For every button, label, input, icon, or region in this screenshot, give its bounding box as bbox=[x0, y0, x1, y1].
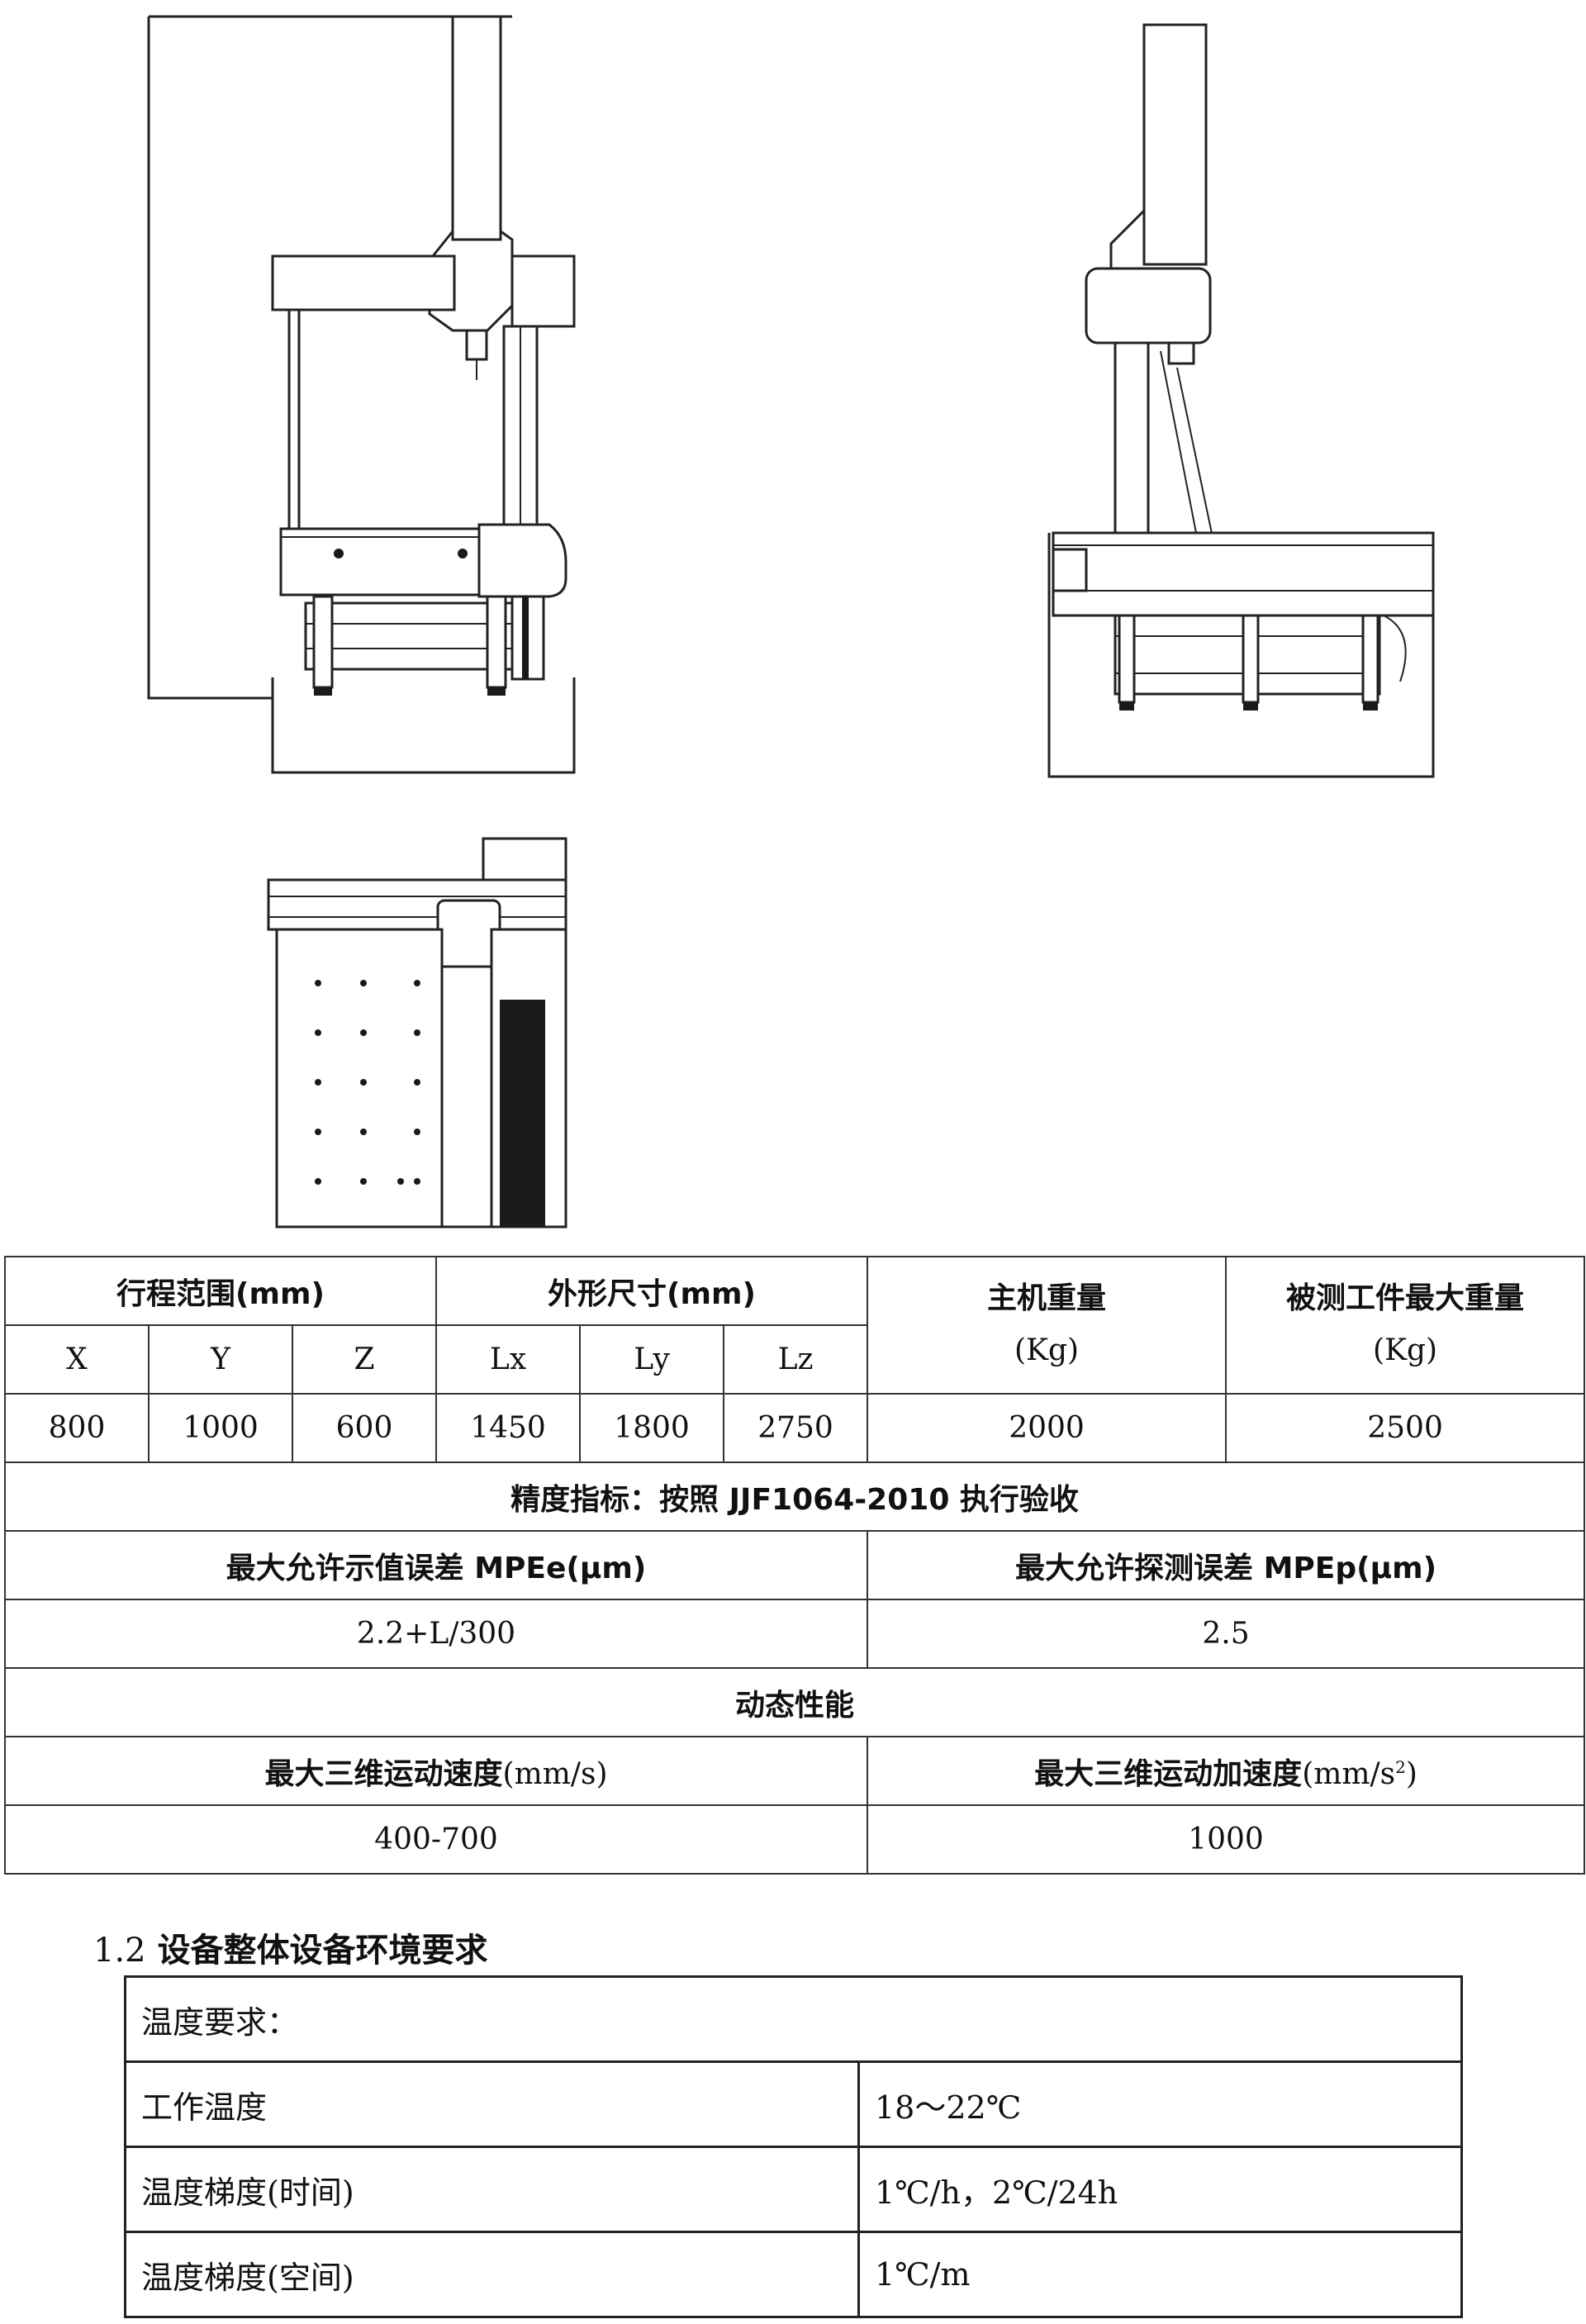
value-lx: 1450 bbox=[435, 1393, 582, 1463]
accel-label: 最大三维运动加速度 bbox=[1034, 1756, 1303, 1791]
col-x: X bbox=[4, 1324, 150, 1395]
accel-label-cell: 最大三维运动加速度(mm/s2) bbox=[867, 1736, 1586, 1806]
host-weight-label: 主机重量 bbox=[987, 1281, 1107, 1315]
mpep-value: 2.5 bbox=[867, 1599, 1586, 1669]
env-label: 温度梯度(时间) bbox=[124, 2146, 860, 2233]
section-number: 1.2 bbox=[93, 1932, 146, 1970]
value-ly: 1800 bbox=[579, 1393, 725, 1463]
dimensions-header: 外形尺寸(mm) bbox=[435, 1256, 869, 1326]
env-value: 1℃/m bbox=[857, 2231, 1464, 2318]
spec-table: 行程范围(mm) 外形尺寸(mm) 主机重量 (Kg) 被测工件最大重量 (Kg… bbox=[3, 1256, 1586, 1875]
value-z: 600 bbox=[291, 1393, 438, 1463]
value-x: 800 bbox=[4, 1393, 150, 1463]
temp-requirement-heading: 温度要求： bbox=[123, 1975, 1464, 2063]
max-workpiece-weight-label: 被测工件最大重量 bbox=[1286, 1281, 1525, 1315]
accel-unit: (mm/s bbox=[1302, 1756, 1396, 1791]
speed-label-cell: 最大三维运动速度(mm/s) bbox=[3, 1736, 869, 1806]
env-label: 工作温度 bbox=[124, 2060, 860, 2148]
col-lx: Lx bbox=[435, 1324, 582, 1395]
top-view-drawing bbox=[264, 834, 578, 1231]
section-heading: 1.2 设备整体设备环境要求 bbox=[93, 1923, 488, 1971]
table-row: 温度梯度(时间) 1℃/h，2℃/24h bbox=[124, 2146, 1464, 2233]
col-lz: Lz bbox=[723, 1324, 869, 1395]
section-title: 设备整体设备环境要求 bbox=[157, 1932, 488, 1970]
speed-value: 400-700 bbox=[3, 1804, 869, 1875]
env-value: 18～22℃ bbox=[857, 2060, 1464, 2148]
front-view-drawing bbox=[140, 8, 603, 777]
value-lz: 2750 bbox=[723, 1393, 869, 1463]
speed-unit: (mm/s) bbox=[502, 1756, 608, 1791]
accuracy-heading: 精度指标：按照 JJF1064-2010 执行验收 bbox=[3, 1461, 1586, 1532]
table-row: 工作温度 18～22℃ bbox=[124, 2060, 1464, 2148]
env-value: 1℃/h，2℃/24h bbox=[857, 2146, 1464, 2233]
side-view-drawing bbox=[1037, 21, 1450, 789]
mpee-value: 2.2+L/300 bbox=[3, 1599, 869, 1669]
mpep-label: 最大允许探测误差 MPEp(μm) bbox=[867, 1530, 1586, 1600]
accel-value: 1000 bbox=[867, 1804, 1586, 1875]
col-z: Z bbox=[291, 1324, 438, 1395]
accel-unit-superscript: 2 bbox=[1395, 1756, 1406, 1777]
host-weight-header: 主机重量 (Kg) bbox=[867, 1256, 1227, 1395]
value-host-weight: 2000 bbox=[867, 1393, 1227, 1463]
value-y: 1000 bbox=[148, 1393, 293, 1463]
host-weight-unit: (Kg) bbox=[1014, 1333, 1080, 1367]
dynamic-heading: 动态性能 bbox=[3, 1667, 1586, 1737]
travel-range-header: 行程范围(mm) bbox=[3, 1256, 438, 1326]
value-workpiece-weight: 2500 bbox=[1225, 1393, 1586, 1463]
env-label: 温度梯度(空间) bbox=[124, 2231, 860, 2318]
max-workpiece-weight-unit: (Kg) bbox=[1373, 1333, 1438, 1367]
environment-table: 温度要求： 工作温度 18～22℃ 温度梯度(时间) 1℃/h，2℃/24h 温… bbox=[123, 1975, 1464, 2318]
mpee-label: 最大允许示值误差 MPEe(μm) bbox=[3, 1530, 869, 1600]
speed-label: 最大三维运动速度 bbox=[264, 1756, 503, 1791]
max-workpiece-weight-header: 被测工件最大重量 (Kg) bbox=[1225, 1256, 1586, 1395]
accel-unit-close: ) bbox=[1405, 1756, 1417, 1791]
table-row: 温度梯度(空间) 1℃/m bbox=[124, 2231, 1464, 2318]
col-ly: Ly bbox=[579, 1324, 725, 1395]
col-y: Y bbox=[148, 1324, 293, 1395]
